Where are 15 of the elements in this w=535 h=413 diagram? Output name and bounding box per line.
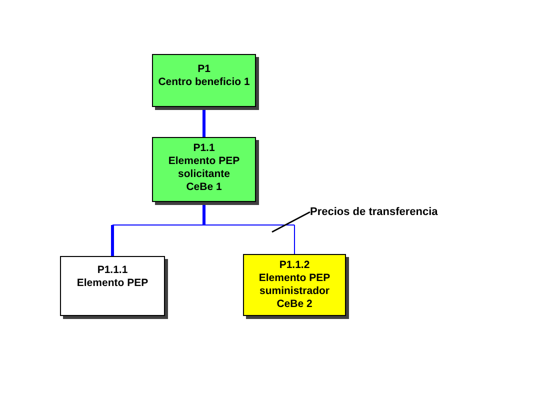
process-box (243, 254, 346, 316)
node-id: P1.1 (193, 142, 215, 155)
node-label: Elemento PEP suministrador CeBe 2 (258, 272, 332, 311)
process-box (152, 54, 256, 107)
node-id: P1.1.1 (97, 264, 128, 277)
annotation-label: Precios de transferencia (310, 205, 438, 219)
process-box (152, 137, 256, 202)
node-label: Elemento PEP (76, 277, 148, 290)
node-id: P1.1.2 (279, 259, 310, 272)
node-label: Elemento PEP solicitante CeBe 1 (167, 155, 241, 194)
node-label: Centro beneficio 1 (158, 76, 250, 89)
leader-line (272, 211, 310, 233)
process-box (60, 256, 165, 316)
connector-line (202, 107, 206, 137)
node-id: P1 (198, 63, 210, 76)
